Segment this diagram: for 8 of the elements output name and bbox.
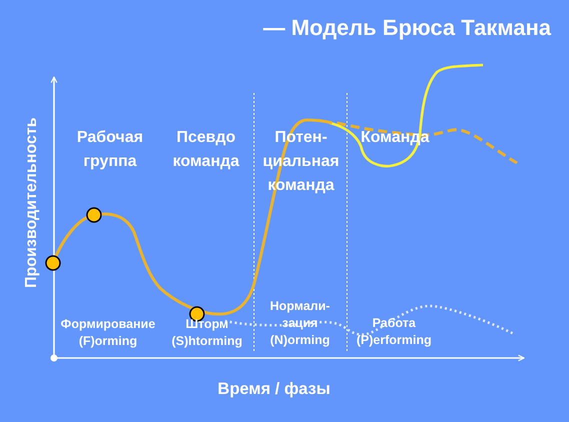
phase-label: Нормали-зация (N)orming	[269, 298, 331, 349]
phase-label: Шторм (S)htorming	[170, 316, 244, 350]
title: — Модель Брюса Такмана	[263, 14, 551, 42]
axis-title: Производительность	[22, 116, 41, 290]
axis-title: Время / фазы	[216, 379, 332, 400]
stage-label: Рабочая группа	[76, 128, 144, 172]
stage-label: Псевдо команда	[172, 128, 240, 172]
phase-label: Формирование (F)orming	[60, 316, 156, 350]
